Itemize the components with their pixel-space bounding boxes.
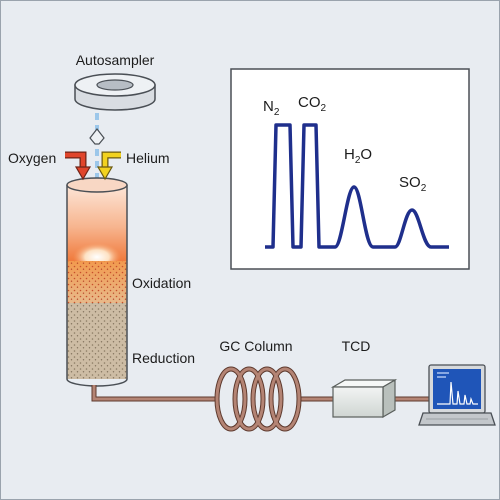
reduction-label: Reduction <box>132 350 195 366</box>
tcd-label: TCD <box>342 338 371 354</box>
peak-label-so2: SO2 <box>399 174 427 194</box>
peak-label-n2: N2 <box>263 98 280 118</box>
reactor-column <box>66 177 128 387</box>
autosampler <box>74 73 156 111</box>
autosampler-label: Autosampler <box>76 52 155 68</box>
chromatogram-trace <box>265 123 449 249</box>
tcd-detector <box>330 378 398 419</box>
oxygen-label: Oxygen <box>8 150 56 166</box>
peak-label-h2o: H2O <box>344 146 372 166</box>
helium-inlet-arrow <box>96 151 121 181</box>
peak-label-co2: CO2 <box>298 94 327 114</box>
chromatogram-panel <box>230 68 470 270</box>
oxidation-label: Oxidation <box>132 275 191 291</box>
helium-label: Helium <box>126 150 170 166</box>
gc-column-coil <box>214 366 302 432</box>
laptop-computer <box>418 364 496 426</box>
oxygen-inlet-arrow <box>65 151 92 181</box>
tubing-reactor-to-column <box>92 385 217 401</box>
sample-capsule <box>89 128 105 145</box>
gc-column-label: GC Column <box>219 338 292 354</box>
laptop-chart-graphic <box>437 381 478 405</box>
